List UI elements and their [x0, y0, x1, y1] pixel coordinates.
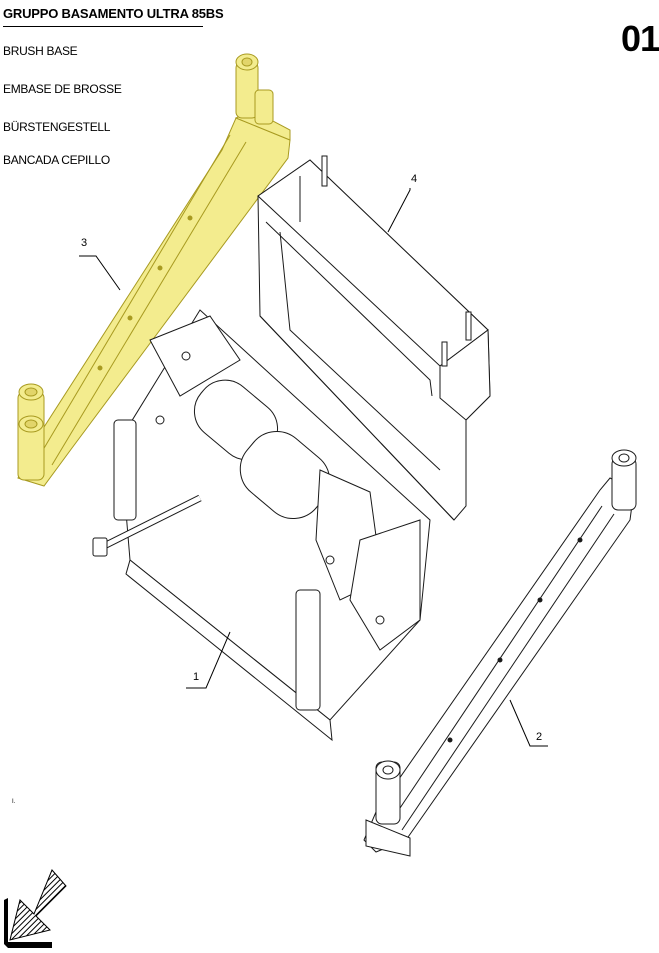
description-french: EMBASE DE BROSSE [3, 82, 122, 96]
footnote-mark: I. [12, 799, 16, 805]
page-number: 01 [621, 18, 659, 59]
callout-2[interactable]: 2 [536, 731, 542, 743]
description-english: BRUSH BASE [3, 44, 78, 58]
callout-3[interactable]: 3 [81, 237, 87, 249]
part-4-upper-frame[interactable] [257, 155, 491, 521]
part-1-main-base[interactable] [92, 309, 431, 742]
callout-1[interactable]: 1 [193, 671, 199, 683]
part-2-lower-arm[interactable] [363, 449, 637, 857]
callout-leaders [79, 188, 548, 747]
title-underline [3, 26, 203, 27]
callout-4[interactable]: 4 [411, 173, 417, 185]
page-title: GRUPPO BASAMENTO ULTRA 85BS [3, 6, 224, 21]
description-spanish: BANCADA CEPILLO [3, 153, 110, 167]
part-3-highlighted-arm[interactable] [17, 53, 291, 487]
description-german: BÜRSTENGESTELL [3, 120, 111, 134]
hatched-arrow-icon [4, 869, 67, 948]
